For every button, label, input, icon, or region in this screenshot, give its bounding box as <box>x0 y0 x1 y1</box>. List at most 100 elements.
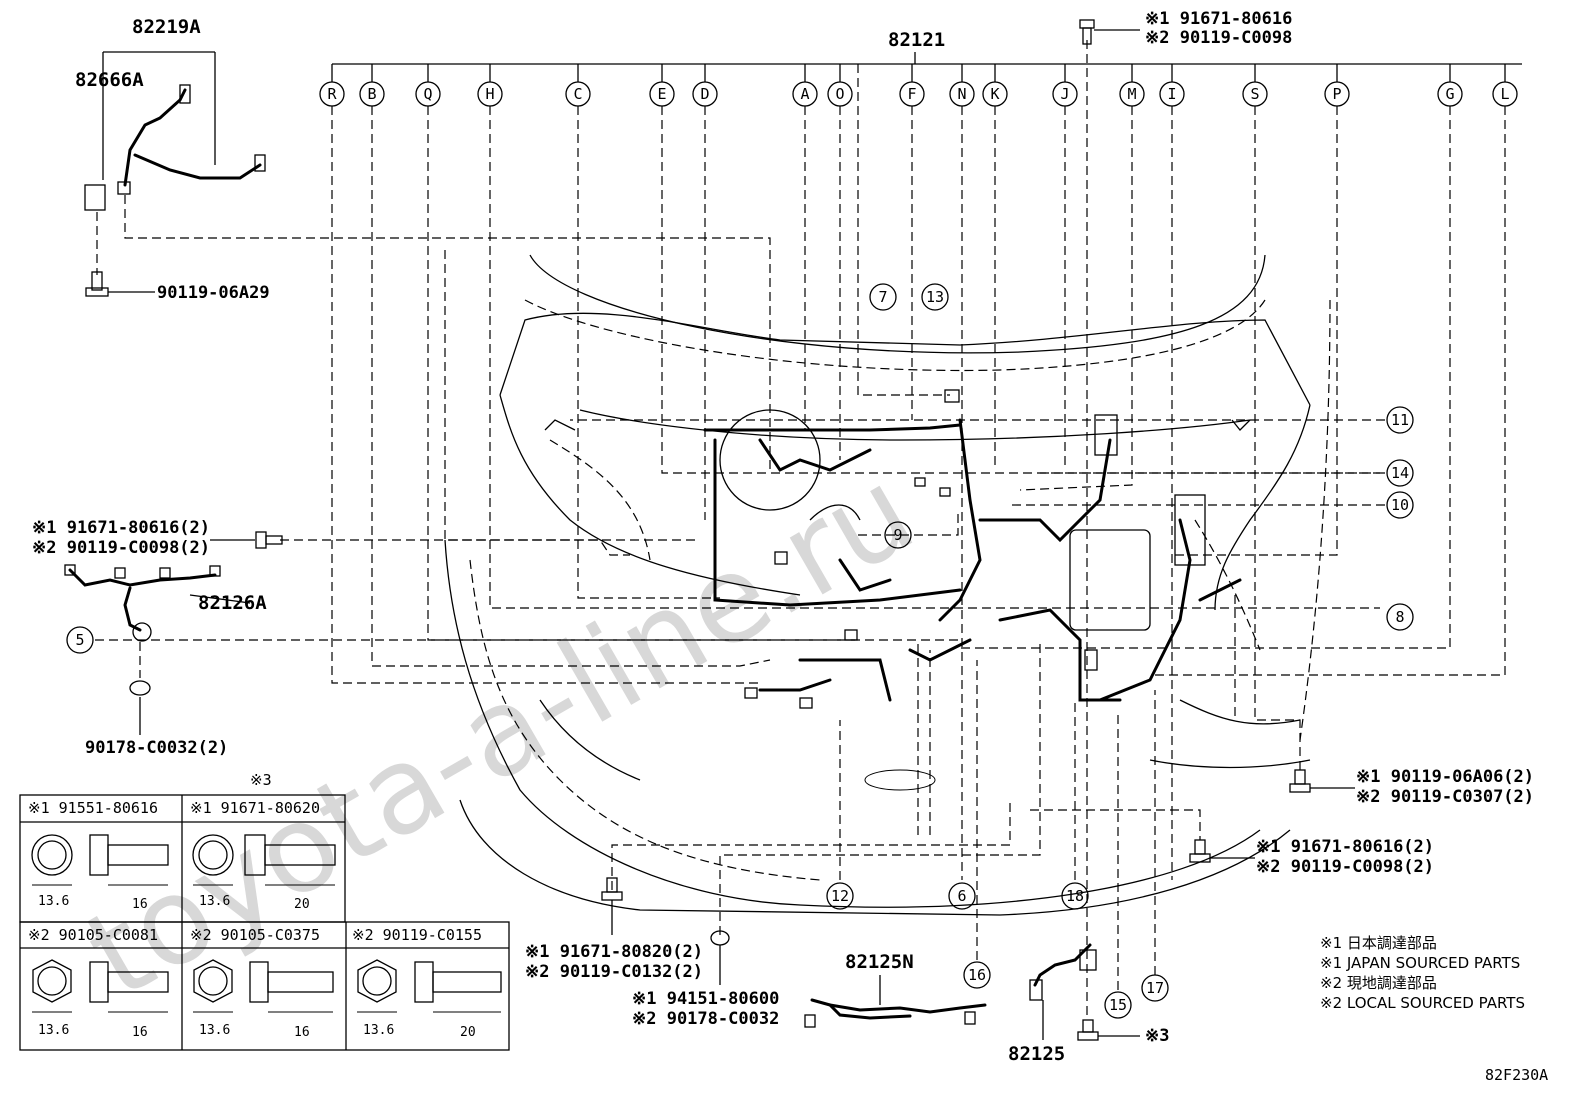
bolt-icon <box>85 271 109 297</box>
callout-15: 15 <box>1104 991 1132 1019</box>
connector-letter-q: Q <box>415 64 441 107</box>
connector-letter-label: O <box>835 85 844 103</box>
callout-8: 8 <box>1386 603 1414 631</box>
dim-r1c2-a: 13.6 <box>199 894 230 909</box>
svg-text:12: 12 <box>831 887 849 905</box>
connector-letter-j: J <box>1052 64 1078 107</box>
connector-letter-label: S <box>1250 85 1259 103</box>
connector-letter-label: H <box>485 85 494 103</box>
connector-letter-e: E <box>649 64 675 107</box>
connector-letter-h: H <box>477 64 503 107</box>
callout-10: 10 <box>1386 491 1414 519</box>
dim-r2c2-a: 13.6 <box>199 1023 230 1038</box>
connector-letter-k: K <box>982 64 1008 107</box>
bolt-drawing-icon <box>32 959 169 1013</box>
callout-numbers: 5 7 13 9 11 14 10 8 12 6 18 16 15 17 <box>66 283 1414 1019</box>
sub-harness-82219A: 82219A 82666A 90119-06A29 <box>75 16 270 303</box>
bottom-parts: ※1 91671-80820(2) ※2 90119-C0132(2) ※1 9… <box>525 877 1169 1065</box>
dim-r2c3-a: 13.6 <box>363 1023 394 1038</box>
right-bolt-b1: ※1 91671-80616(2) <box>1256 837 1434 857</box>
svg-text:16: 16 <box>968 966 986 984</box>
connector-letter-i: I <box>1159 64 1185 107</box>
svg-text:18: 18 <box>1066 887 1084 905</box>
legend-line-2: ※1 JAPAN SOURCED PARTS <box>1320 954 1520 972</box>
connector-letter-d: D <box>692 64 718 107</box>
connector-letter-label: K <box>990 85 999 103</box>
svg-text:7: 7 <box>878 288 887 306</box>
svg-text:6: 6 <box>957 887 966 905</box>
legend-line-3: ※2 現地調達部品 <box>1320 974 1437 992</box>
connector-letter-label: R <box>327 85 337 103</box>
connector-letter-a: A <box>792 64 818 107</box>
bolt-icon <box>255 531 283 549</box>
callout-7: 7 <box>869 283 897 311</box>
connector-letter-label: F <box>907 85 916 103</box>
connector-letter-label: L <box>1500 85 1509 103</box>
bolt-drawing-icon <box>31 834 169 886</box>
connector-letter-g: G <box>1437 64 1463 107</box>
callout-9: 9 <box>884 521 912 549</box>
callout-17: 17 <box>1141 974 1169 1002</box>
sourcing-legend: ※1 日本調達部品 ※1 JAPAN SOURCED PARTS ※2 現地調達… <box>1320 934 1525 1012</box>
bolt-80820-1: ※1 91671-80820(2) <box>525 942 703 962</box>
connector-letter-f: F <box>899 64 925 107</box>
fastener-table: ※3 ※1 91551-80616 ※1 91671-80620 ※2 9010… <box>19 771 510 1051</box>
sub-harness-82126A: ※1 91671-80616(2) ※2 90119-C0098(2) 8212… <box>32 518 283 758</box>
bolt-left-2: ※2 90119-C0098(2) <box>32 538 210 558</box>
bolt-drawing-icon <box>357 959 502 1013</box>
part-82666A: 82666A <box>75 69 144 91</box>
top-bolt-line2: ※2 90119-C0098 <box>1145 28 1292 48</box>
callout-12: 12 <box>826 882 854 910</box>
callout-14: 14 <box>1386 459 1414 487</box>
part-82125: 82125 <box>1008 1043 1065 1065</box>
connector-letter-label: J <box>1060 85 1069 103</box>
dim-r2c2-b: 16 <box>294 1025 310 1040</box>
connector-letter-label: G <box>1445 85 1454 103</box>
table-r2c3: ※2 90119-C0155 <box>352 926 482 944</box>
callout-6: 6 <box>948 882 976 910</box>
connector-letter-o: O <box>827 64 853 107</box>
star3-note: ※3 <box>1145 1026 1169 1046</box>
connector-letter-b: B <box>359 64 385 107</box>
table-r1c2: ※1 91671-80620 <box>190 799 320 817</box>
nut-2: ※2 90178-C0032 <box>632 1009 779 1029</box>
connector-letter-l: L <box>1492 64 1518 107</box>
right-bolt-a2: ※2 90119-C0307(2) <box>1356 787 1534 807</box>
connector-letter-label: N <box>957 85 966 103</box>
connector-letter-p: P <box>1324 64 1350 107</box>
nut-1: ※1 94151-80600 <box>632 989 779 1009</box>
dim-r2c3-b: 20 <box>460 1025 476 1040</box>
main-part-number: 82121 <box>888 29 945 51</box>
table-r1c1: ※1 91551-80616 <box>28 799 158 817</box>
connector-letter-s: S <box>1242 64 1268 107</box>
bolt-icon <box>1289 769 1311 793</box>
svg-text:13: 13 <box>926 288 944 306</box>
connector-letter-label: I <box>1167 85 1176 103</box>
dim-r1c2-b: 20 <box>294 897 310 912</box>
svg-text:17: 17 <box>1146 979 1164 997</box>
callout-18: 18 <box>1061 882 1089 910</box>
dim-r2c1-b: 16 <box>132 1025 148 1040</box>
vehicle-body-outline <box>444 254 1331 916</box>
engine-wire-harness <box>703 389 1242 709</box>
bolt-icon <box>1079 19 1095 45</box>
connector-letter-label: E <box>657 85 666 103</box>
connector-letter-m: M <box>1119 64 1145 107</box>
dim-r1c1-a: 13.6 <box>38 894 69 909</box>
part-82126A: 82126A <box>198 592 267 614</box>
connector-letter-c: C <box>565 64 591 107</box>
callout-5: 5 <box>66 626 94 654</box>
svg-text:15: 15 <box>1109 996 1127 1014</box>
connector-letter-label: B <box>367 85 376 103</box>
svg-text:9: 9 <box>893 526 902 544</box>
svg-text:8: 8 <box>1395 608 1404 626</box>
figure-id: 82F230A <box>1485 1066 1548 1084</box>
right-bolt-b2: ※2 90119-C0098(2) <box>1256 857 1434 877</box>
dim-r2c1-a: 13.6 <box>38 1023 69 1038</box>
callout-16: 16 <box>963 961 991 989</box>
top-bolt-line1: ※1 91671-80616 <box>1145 9 1292 29</box>
bolt-drawing-icon <box>192 834 336 886</box>
connector-letter-label: A <box>800 85 809 103</box>
svg-text:14: 14 <box>1391 464 1409 482</box>
